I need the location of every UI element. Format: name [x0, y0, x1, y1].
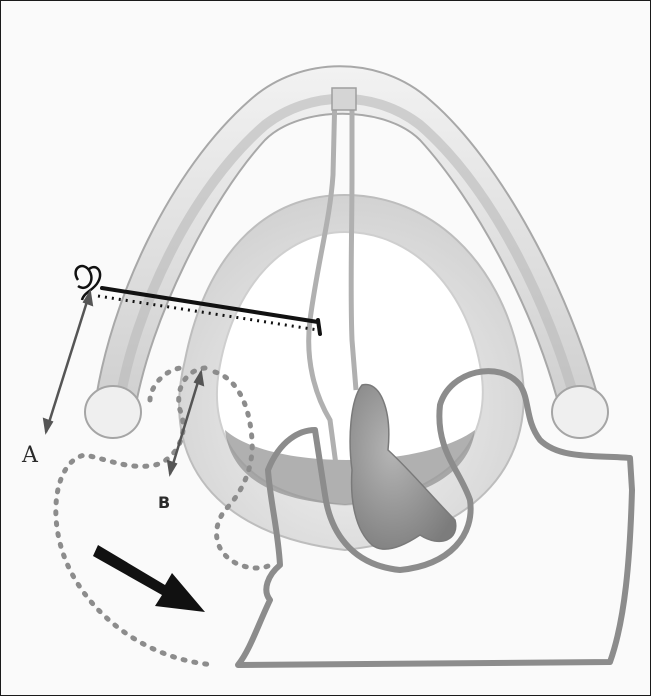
label-b: B: [158, 493, 170, 512]
right-cornu-end: [552, 386, 608, 438]
measure-arrow-a-head-bottom: [44, 419, 52, 432]
left-cornu-end: [85, 386, 141, 438]
direction-arrow-icon: [93, 545, 205, 612]
measure-arrow-a: [46, 292, 90, 432]
suture-end-cap: [318, 320, 320, 334]
label-a: A: [21, 443, 39, 468]
anterior-commissure: [332, 88, 356, 110]
left-dotted-outline-upper: [150, 368, 180, 400]
measure-arrow-b-head-bottom: [168, 461, 176, 474]
